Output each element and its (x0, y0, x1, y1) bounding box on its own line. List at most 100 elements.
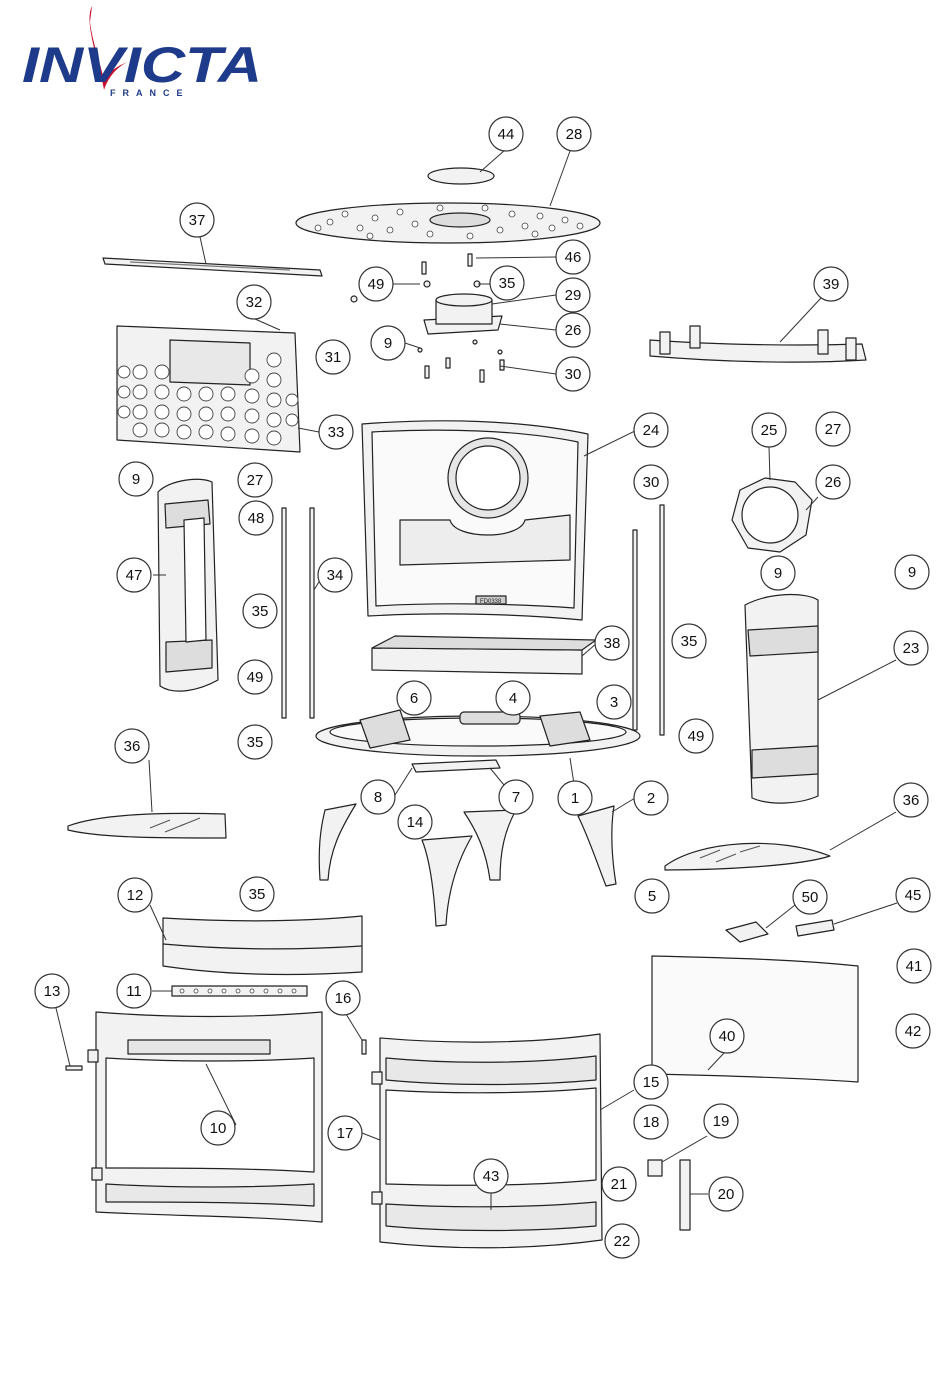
part-7-bracket (412, 760, 500, 772)
callout-29: 29 (556, 278, 590, 312)
callout-26b: 26 (816, 465, 850, 499)
svg-text:41: 41 (906, 958, 923, 975)
svg-text:39: 39 (823, 276, 840, 293)
logo-wordmark: INVICTA (22, 37, 262, 93)
part-29-flue-collar (424, 294, 502, 334)
callout-37: 37 (180, 203, 214, 237)
svg-text:16: 16 (335, 990, 352, 1007)
callout-30a: 30 (556, 357, 590, 391)
svg-text:31: 31 (325, 349, 342, 366)
part-20-handle-rod (680, 1160, 690, 1230)
svg-text:40: 40 (719, 1028, 736, 1045)
svg-text:9: 9 (908, 564, 916, 581)
svg-text:30: 30 (565, 366, 582, 383)
svg-text:25: 25 (761, 422, 778, 439)
svg-text:9: 9 (132, 471, 140, 488)
callout-4: 4 (496, 681, 530, 715)
part-36-floor-plate-left (68, 813, 226, 838)
callout-7: 7 (499, 780, 533, 814)
callout-26a: 26 (556, 313, 590, 347)
callout-42: 42 (896, 1014, 930, 1048)
svg-text:37: 37 (189, 212, 206, 229)
svg-text:12: 12 (127, 887, 144, 904)
svg-text:45: 45 (905, 887, 922, 904)
svg-text:19: 19 (713, 1113, 730, 1130)
callout-45: 45 (896, 878, 930, 912)
callout-47: 47 (117, 558, 151, 592)
callout-23: 23 (894, 631, 928, 665)
svg-text:3: 3 (610, 694, 618, 711)
svg-text:33: 33 (328, 424, 345, 441)
svg-text:9: 9 (384, 335, 392, 352)
callout-10: 10 (201, 1111, 235, 1145)
svg-text:1: 1 (571, 790, 579, 807)
callout-9b: 9 (119, 462, 153, 496)
part-24-back-panel: FD0338 (362, 421, 588, 620)
svg-text:35: 35 (499, 275, 516, 292)
part-25-flue-plate (732, 478, 812, 552)
svg-text:24: 24 (643, 422, 660, 439)
svg-text:36: 36 (903, 792, 920, 809)
svg-text:28: 28 (566, 126, 583, 143)
part-14-leg-front (422, 836, 472, 926)
svg-text:10: 10 (210, 1120, 227, 1137)
part-11-control-strip (172, 986, 307, 996)
svg-text:42: 42 (905, 1023, 922, 1040)
svg-text:20: 20 (718, 1186, 735, 1203)
part-23-right-side-panel (745, 595, 818, 804)
svg-text:14: 14 (407, 814, 424, 831)
callout-39: 39 (814, 267, 848, 301)
svg-text:49: 49 (688, 728, 705, 745)
callout-30b: 30 (634, 465, 668, 499)
tie-rod-right-2 (660, 505, 664, 735)
svg-text:15: 15 (643, 1074, 660, 1091)
svg-text:13: 13 (44, 983, 61, 1000)
callout-18: 18 (634, 1105, 668, 1139)
svg-text:49: 49 (368, 276, 385, 293)
callout-16: 16 (326, 981, 360, 1015)
callout-2: 2 (634, 781, 668, 815)
svg-text:21: 21 (611, 1176, 628, 1193)
svg-text:44: 44 (498, 126, 515, 143)
callout-11: 11 (117, 974, 151, 1008)
svg-text:50: 50 (802, 889, 819, 906)
callout-35c: 35 (672, 624, 706, 658)
callout-34: 34 (318, 558, 352, 592)
callout-35: 35 (490, 266, 524, 300)
svg-text:35: 35 (681, 633, 698, 650)
callout-20: 20 (709, 1177, 743, 1211)
callout-50: 50 (793, 880, 827, 914)
part-leg-left (319, 804, 356, 880)
svg-text:36: 36 (124, 738, 141, 755)
svg-text:27: 27 (825, 421, 842, 438)
svg-text:2: 2 (647, 790, 655, 807)
callout-28: 28 (557, 117, 591, 151)
callout-17: 17 (328, 1116, 362, 1150)
svg-text:11: 11 (126, 983, 142, 1000)
callout-15: 15 (634, 1065, 668, 1099)
callout-48: 48 (239, 501, 273, 535)
callout-33: 33 (319, 415, 353, 449)
svg-text:26: 26 (565, 322, 582, 339)
part-37-baffle (103, 258, 322, 276)
callout-5: 5 (635, 879, 669, 913)
callout-27a: 27 (816, 412, 850, 446)
svg-text:35: 35 (252, 603, 269, 620)
callout-41: 41 (897, 949, 931, 983)
plate-label: FD0338 (480, 599, 502, 605)
part-38-ash-pan (372, 636, 596, 674)
part-16-pin (362, 1040, 366, 1054)
svg-text:47: 47 (126, 567, 143, 584)
callout-6: 6 (397, 681, 431, 715)
callout-38: 38 (595, 626, 629, 660)
part-1-base-plate (316, 710, 640, 756)
callout-35e: 35 (240, 877, 274, 911)
svg-text:23: 23 (903, 640, 920, 657)
callout-46: 46 (556, 240, 590, 274)
part-45-tool (796, 920, 834, 936)
part-44-top-cap (428, 168, 494, 184)
callout-35b: 35 (243, 594, 277, 628)
callout-8: 8 (361, 780, 395, 814)
